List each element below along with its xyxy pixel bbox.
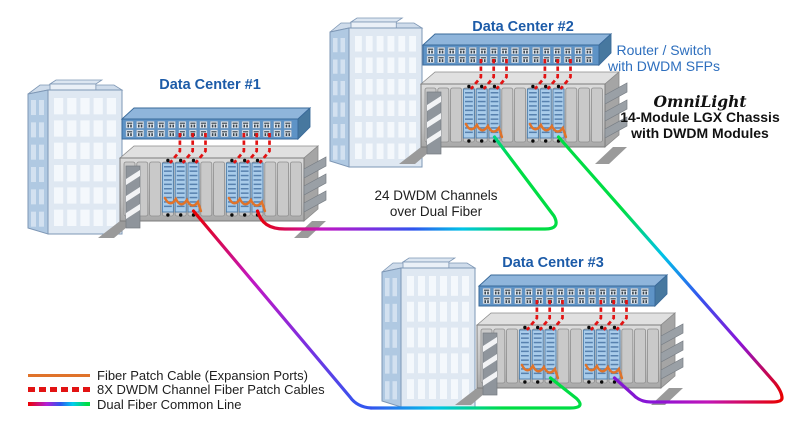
fiber-patch-cable-icon <box>227 196 267 213</box>
router-switch-annotation: Router / Switch with DWDM SFPs <box>598 42 730 74</box>
dc1-label: Data Center #1 <box>159 77 261 93</box>
dual-fiber-line-dc2-dc3-b <box>612 376 784 404</box>
rainbow-line-swatch-icon <box>28 402 90 407</box>
dc3-label: Data Center #3 <box>502 255 604 271</box>
dwdm-module-icons <box>161 158 264 217</box>
product-name: OmniLight <box>653 92 747 111</box>
dual-fiber-line-dc1-dc3-b <box>369 376 582 410</box>
dwdm-channel-patch-cables-icon <box>168 133 271 164</box>
chassis-annotation-line2: with DWDM Modules <box>631 124 769 141</box>
fiber-patch-cable-icon <box>520 363 560 380</box>
channels-annotation-line1: 24 DWDM Channels <box>374 188 498 203</box>
dual-fiber-line-dc1-dc2 <box>255 135 558 231</box>
office-building-icon <box>27 79 124 235</box>
legend-label: 8X DWDM Channel Fiber Patch Cables <box>97 382 325 398</box>
router-switch-icon <box>421 32 613 67</box>
lgx-chassis-icon <box>98 145 327 238</box>
router-annotation-line1: Router / Switch <box>616 42 712 58</box>
chassis-annotation-line1: 14-Module LGX Chassis <box>620 109 780 125</box>
channels-annotation-line2: over Dual Fiber <box>389 203 483 219</box>
data-center-3-equipment <box>455 273 684 405</box>
lgx-chassis-icon <box>399 71 628 164</box>
dual-fiber-line-dc1-dc3-a <box>191 209 373 410</box>
legend-label: Dual Fiber Common Line <box>97 396 242 412</box>
red-dashed-line-swatch-icon <box>28 387 90 393</box>
fiber-patch-cable-icon <box>528 122 568 139</box>
chassis-annotation: 14-Module LGX Chassis with DWDM Modules <box>607 109 793 141</box>
dc2-label: Data Center #2 <box>472 19 574 35</box>
fiber-patch-cable-icon <box>584 363 624 380</box>
data-center-2-equipment <box>399 32 628 164</box>
legend-label: Fiber Patch Cable (Expansion Ports) <box>97 367 308 383</box>
office-building-icon <box>381 257 477 408</box>
dwdm-module-icons <box>518 325 621 384</box>
fiber-patch-cable-icon <box>464 122 504 139</box>
office-building-icon <box>329 17 424 168</box>
legend-row-patch-cable: Fiber Patch Cable (Expansion Ports) <box>28 368 325 383</box>
dwdm-channel-patch-cables-icon <box>469 59 572 90</box>
channels-annotation: 24 DWDM Channels over Dual Fiber <box>362 188 510 219</box>
data-center-1-equipment <box>98 106 327 238</box>
orange-line-swatch-icon <box>28 373 90 377</box>
legend-row-channel-cables: 8X DWDM Channel Fiber Patch Cables <box>28 382 325 398</box>
fiber-patch-cable-icon <box>163 196 203 213</box>
legend: Fiber Patch Cable (Expansion Ports) 8X D… <box>28 368 325 412</box>
router-switch-icon <box>120 106 312 141</box>
router-annotation-line2: with DWDM SFPs <box>608 58 720 74</box>
router-switch-icon <box>477 273 669 308</box>
dwdm-channel-patch-cables-icon <box>525 300 628 331</box>
legend-row-common-line: Dual Fiber Common Line <box>28 397 325 412</box>
